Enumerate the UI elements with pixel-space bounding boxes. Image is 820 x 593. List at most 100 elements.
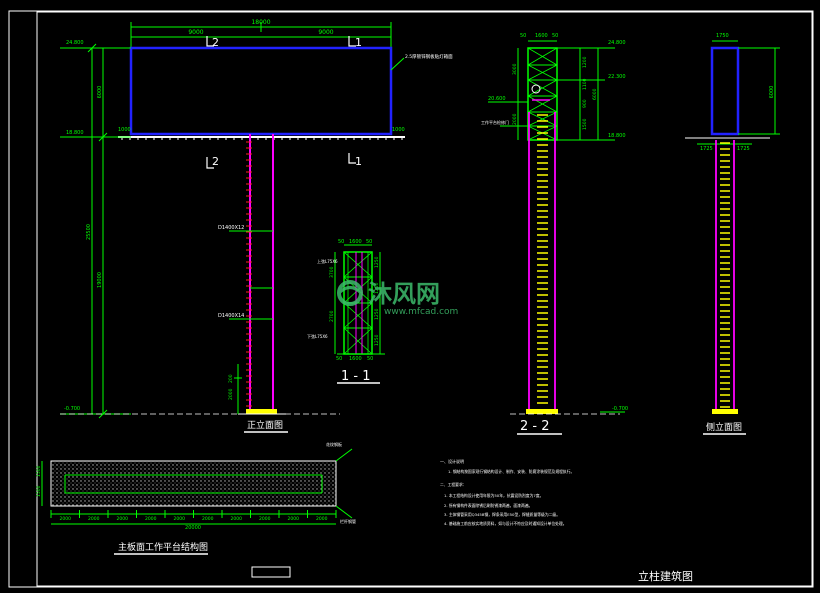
watermark: 沐风网 www.mfcad.com xyxy=(337,280,458,317)
dim-base-2000: 2000 xyxy=(228,388,234,400)
watermark-url: www.mfcad.com xyxy=(384,307,458,317)
drawing-title: 立柱建筑图 xyxy=(638,569,693,583)
s22-dim-6000: 6000 xyxy=(592,88,598,100)
platform-dim-h1: 1500 xyxy=(36,465,42,477)
elev-bottom: -0.700 xyxy=(64,406,80,412)
cut-label-2-top: 2 xyxy=(212,36,219,49)
s11-bot-w1: 50 xyxy=(336,356,342,362)
dim-base-200: 200 xyxy=(228,374,234,383)
s11-dim-r2: 1250 xyxy=(374,282,380,294)
s22-elev-top: 24.800 xyxy=(608,40,626,46)
pipe-label-upper: D1400X12 xyxy=(218,225,244,231)
s22-dim-3000: 3000 xyxy=(512,63,518,75)
s22-dim-1500: 1500 xyxy=(582,118,588,130)
s11-note1: 上弦L75X6 xyxy=(317,258,338,264)
elev-mid: 18.800 xyxy=(66,130,84,136)
elev-top: 24.800 xyxy=(66,40,84,46)
s11-dim-r4: 1250 xyxy=(374,334,380,346)
s11-bot-w2: 1600 xyxy=(349,356,362,362)
outer-frame xyxy=(8,10,814,588)
side-dim-height: 6000 xyxy=(769,86,775,99)
notes-line-4: 2. 所有钢构件表面除锈后刷防锈漆两遍，面漆两遍。 xyxy=(444,503,532,508)
section-2-2-title: 2 - 2 xyxy=(520,419,550,434)
dim-total-height: 25500 xyxy=(86,224,92,240)
platform-dim-segment: 2000 xyxy=(231,516,243,522)
s22-access-hatch xyxy=(531,84,541,94)
platform-title: 主板面工作平台结构图 xyxy=(118,541,208,553)
platform-dim-segment: 2000 xyxy=(60,516,72,522)
notes-line-5: 3. 主体钢管采用Q345B钢，焊条采用E50型，焊缝质量等级为二级。 xyxy=(444,512,560,517)
side-dim-top: 1750 xyxy=(716,33,729,39)
section-1-1-title: 1 - 1 xyxy=(341,369,371,384)
s22-elev-mid: 18.800 xyxy=(608,133,626,139)
s11-dim-l1: 3700 xyxy=(329,266,335,278)
front-base xyxy=(246,409,277,414)
s22-dim-w2: 1600 xyxy=(535,33,548,39)
s11-note2: 下弦L75X6 xyxy=(307,333,328,339)
platform-dim-segment: 2000 xyxy=(145,516,157,522)
dim-column-height: 19000 xyxy=(97,272,103,288)
front-view: 18000 9000 9000 2 1 2 1 2.5厚镀锌钢板贴灯箱面 100… xyxy=(60,19,453,433)
s22-dim-1200: 1200 xyxy=(582,56,588,68)
s11-dim-l2: 2700 xyxy=(329,310,335,322)
notes-line-6: 4. 基础施工前应核实地质资料，如与设计不符应及时通知设计单位处理。 xyxy=(444,521,567,526)
design-notes: 一、设计说明 1. 钢结构按国家现行钢结构设计、制作、安装、防腐涂装规范及规程执… xyxy=(440,458,574,526)
platform-hatch xyxy=(50,460,337,507)
dim-left-width: 9000 xyxy=(188,29,203,36)
front-view-title: 正立面图 xyxy=(247,419,283,431)
s22-elev-low: 20.600 xyxy=(488,96,506,102)
cut-label-2-bottom: 2 xyxy=(212,155,219,168)
notes-line-2: 二、工程要求： xyxy=(440,482,467,487)
cut-label-1-bottom: 1 xyxy=(355,155,362,168)
s22-dim-2000: 2000 xyxy=(512,113,518,125)
platform-dim-segment: 2000 xyxy=(316,516,328,522)
billboard-panel xyxy=(129,46,393,136)
s11-dim-r1: 1250 xyxy=(374,256,380,268)
inner-frame xyxy=(36,11,813,587)
platform-dim-segment: 2000 xyxy=(117,516,129,522)
platform-note2: 栏杆钢管 xyxy=(340,518,356,524)
platform-dim-total: 20000 xyxy=(185,525,201,531)
platform-dim-segment: 2000 xyxy=(174,516,186,522)
s22-note: 工作平台检修门 xyxy=(481,119,509,125)
platform-note1: 花纹钢板 xyxy=(326,441,342,447)
dim-1000-left: 1000 xyxy=(118,127,131,133)
cut-label-1-top: 1 xyxy=(355,36,362,49)
dim-right-width: 9000 xyxy=(318,29,333,36)
side-view-title: 侧立面图 xyxy=(706,421,742,433)
s11-dim-w1: 50 xyxy=(338,239,344,245)
s22-elev-bottom: -0.700 xyxy=(612,406,628,412)
s22-dim-w1: 50 xyxy=(520,33,526,39)
notes-line-1: 1. 钢结构按国家现行钢结构设计、制作、安装、防腐涂装规范及规程执行。 xyxy=(448,469,574,474)
platform-dim-segment: 2000 xyxy=(202,516,214,522)
s11-dim-w3: 50 xyxy=(366,239,372,245)
watermark-logo-icon xyxy=(337,280,363,306)
notes-title: 一、设计说明 xyxy=(440,458,464,464)
s11-dim-r3: 1250 xyxy=(374,308,380,320)
platform-dim-segment: 2000 xyxy=(288,516,300,522)
side-view: 1750 6000 1725 1725 侧立面图 xyxy=(685,33,780,435)
platform-dim-segment: 2000 xyxy=(88,516,100,522)
side-dim-b1: 1725 xyxy=(700,146,713,152)
watermark-name: 沐风网 xyxy=(368,280,440,308)
scale-bar-box xyxy=(251,566,291,578)
platform-dim-segment: 2000 xyxy=(259,516,271,522)
dim-1000-right: 1000 xyxy=(392,127,405,133)
s22-elev-upper: 22.300 xyxy=(608,74,626,80)
side-board xyxy=(710,46,740,136)
s11-bot-w3: 50 xyxy=(367,356,373,362)
board-note: 2.5厚镀锌钢板贴灯箱面 xyxy=(405,53,453,60)
side-dim-b2: 1725 xyxy=(737,146,750,152)
platform-dim-h2: 1500 xyxy=(36,485,42,497)
s11-dim-w2: 1600 xyxy=(349,239,362,245)
s22-dim-1100: 1100 xyxy=(582,78,588,90)
section-2-2: 50 1600 50 24.800 22.300 18.800 1200 110… xyxy=(481,33,628,435)
s22-dim-w3: 50 xyxy=(552,33,558,39)
dim-total-width: 18000 xyxy=(251,19,270,26)
notes-line-3: 1. 本工程结构设计使用年限为50年，抗震设防烈度为7度。 xyxy=(444,493,543,498)
pipe-label-lower: D1400X14 xyxy=(218,313,244,319)
section-1-1: 50 1600 50 1250 1250 1250 1250 3700 2700… xyxy=(307,239,385,384)
dim-board-height: 6000 xyxy=(97,86,103,99)
